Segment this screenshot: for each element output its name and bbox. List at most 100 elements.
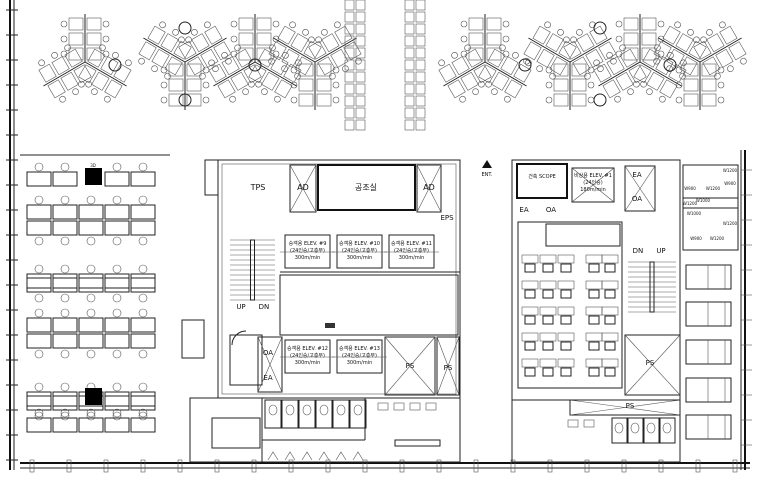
desk (130, 395, 156, 411)
desk (91, 71, 110, 91)
desk (52, 333, 78, 349)
desk (585, 332, 603, 342)
toilet (630, 422, 640, 434)
round-table (108, 58, 122, 72)
desk (178, 40, 197, 60)
chair (125, 59, 132, 67)
chair (34, 264, 44, 274)
desk (230, 71, 249, 91)
desk (78, 220, 104, 236)
cluster-arm (268, 21, 322, 80)
desk (256, 17, 272, 31)
desk (553, 93, 569, 107)
round-table (593, 93, 607, 107)
chair (60, 20, 68, 28)
desk (138, 41, 157, 61)
chair (102, 20, 110, 28)
chair (229, 95, 236, 103)
chair (606, 52, 613, 59)
desk (330, 48, 349, 68)
cluster-arm (208, 44, 262, 103)
chair (78, 80, 85, 88)
chair (674, 21, 681, 29)
desk (26, 220, 52, 236)
desk (536, 48, 555, 68)
chair (138, 264, 148, 274)
round-table (178, 21, 192, 35)
chair (315, 36, 322, 44)
chair (542, 341, 554, 351)
couch (685, 414, 732, 440)
mullion (140, 459, 146, 473)
building-walls (9, 0, 750, 470)
ad-right-label: AD (423, 183, 435, 192)
desk (504, 79, 523, 99)
ea-label: EA (263, 374, 272, 382)
desk (308, 40, 327, 60)
chair (706, 29, 713, 36)
desk (78, 317, 104, 333)
elevator-label: 승객용 ELEV. #9 (289, 240, 327, 247)
couch (685, 301, 732, 327)
desk (628, 64, 647, 84)
stair-up-label: UP (656, 247, 665, 255)
chair (34, 382, 44, 392)
chair (719, 21, 726, 29)
entrance-label: ENT. (482, 172, 493, 178)
room-dimension-label: W1200 (706, 186, 721, 191)
ea-label-2: EA (632, 171, 641, 179)
desk (576, 33, 595, 53)
toilet-stall (264, 399, 282, 429)
chair (138, 308, 148, 318)
chair (478, 80, 485, 88)
chair (138, 57, 145, 65)
desk (355, 83, 366, 95)
elevator-car (336, 234, 383, 269)
core-right: ENT. 건축 SCOPE 비상용 ELEV. #1 (24인승) 180m/m… (482, 159, 681, 463)
desk (26, 417, 52, 433)
round-table (593, 21, 607, 35)
chair (102, 50, 110, 58)
chair (138, 195, 148, 205)
desk (415, 95, 426, 107)
chair (60, 236, 70, 246)
chair (59, 95, 66, 103)
desk (633, 64, 652, 84)
desk (601, 332, 619, 342)
toilet (285, 404, 295, 416)
chair (86, 195, 96, 205)
mullion (251, 459, 257, 473)
desk (404, 47, 415, 59)
chair (587, 96, 595, 104)
cluster-arm (60, 14, 110, 62)
desk (238, 32, 254, 46)
desk (303, 40, 322, 60)
chair (646, 88, 653, 95)
urinal (318, 451, 330, 461)
elevator-car (336, 339, 383, 374)
desk (646, 71, 665, 91)
chair (460, 50, 468, 58)
chair (112, 411, 122, 421)
desk (355, 23, 366, 35)
desk (26, 395, 52, 411)
desk (344, 107, 355, 119)
chair (588, 367, 600, 377)
chair (202, 81, 210, 89)
desk (26, 204, 52, 220)
desk (238, 47, 254, 61)
desk (204, 25, 223, 45)
chair (657, 50, 665, 58)
chair (60, 308, 70, 318)
desk (404, 83, 415, 95)
chair (138, 162, 148, 172)
desk (553, 63, 569, 77)
cluster-arm (308, 21, 362, 80)
couch (685, 339, 732, 365)
elevator-label: (24인승/고층부) (394, 247, 429, 254)
chair (51, 52, 58, 59)
desk (662, 25, 681, 45)
desk (539, 358, 557, 368)
chair (112, 408, 122, 418)
desk (415, 59, 426, 71)
